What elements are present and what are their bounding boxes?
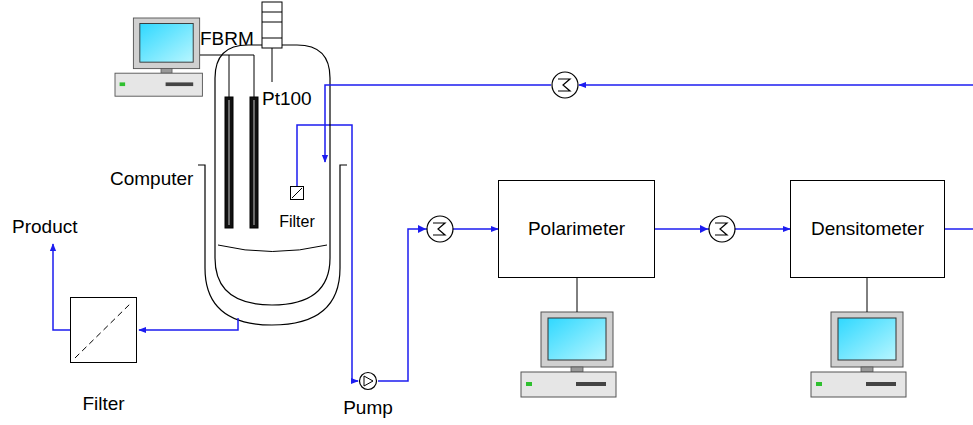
node-label: Polarimeter xyxy=(528,218,625,240)
probe-cable xyxy=(200,55,254,97)
flow-arrow xyxy=(418,225,426,233)
pump: Pump xyxy=(343,371,393,419)
data-cable xyxy=(577,278,578,312)
part-label: Product xyxy=(12,216,77,238)
flow-line xyxy=(378,229,498,381)
pt100-probe xyxy=(253,100,255,225)
instrument-box: Densitometer xyxy=(790,180,945,278)
flow-line xyxy=(297,125,358,381)
instrument-box: Polarimeter xyxy=(498,180,655,278)
fbrm-probe xyxy=(228,100,230,225)
crystallizer-vessel xyxy=(215,45,330,305)
node-label: Densitometer xyxy=(811,218,924,240)
computer-icon xyxy=(115,18,202,96)
node-label: Pump xyxy=(343,397,393,419)
immersion-filter: Filter xyxy=(279,186,315,231)
filter-diagonal xyxy=(291,187,303,199)
pt100-probe xyxy=(250,97,258,228)
flow-arrow xyxy=(700,225,708,233)
stirrer-motor xyxy=(262,2,282,48)
data-cable xyxy=(867,278,868,312)
pump-symbol xyxy=(358,371,378,391)
filter-diagonal xyxy=(71,298,136,362)
heat-exchanger xyxy=(552,72,578,98)
return-line xyxy=(325,85,551,162)
vessel-jacket xyxy=(198,165,347,325)
part-label: FBRM xyxy=(200,28,254,50)
stirrer-shaft xyxy=(272,48,273,82)
part-label: Pt100 xyxy=(262,88,312,110)
product-filter: Filter xyxy=(70,297,137,415)
node-label: Filter xyxy=(279,212,315,231)
heat-exchanger xyxy=(427,216,453,242)
liquid-level xyxy=(218,245,327,252)
part-label: Computer xyxy=(110,168,193,190)
fbrm-probe xyxy=(225,97,233,228)
stirrer-motor xyxy=(262,12,282,38)
product-line xyxy=(53,244,70,330)
computer-icon xyxy=(521,312,616,397)
node-label: Filter xyxy=(82,393,124,415)
heat-exchanger xyxy=(709,216,735,242)
filter-housing xyxy=(70,297,137,363)
return-line xyxy=(579,84,973,86)
outflow-line xyxy=(945,228,973,230)
filter-element xyxy=(290,186,304,200)
outlet-line xyxy=(139,318,238,330)
computer-icon xyxy=(811,312,906,397)
